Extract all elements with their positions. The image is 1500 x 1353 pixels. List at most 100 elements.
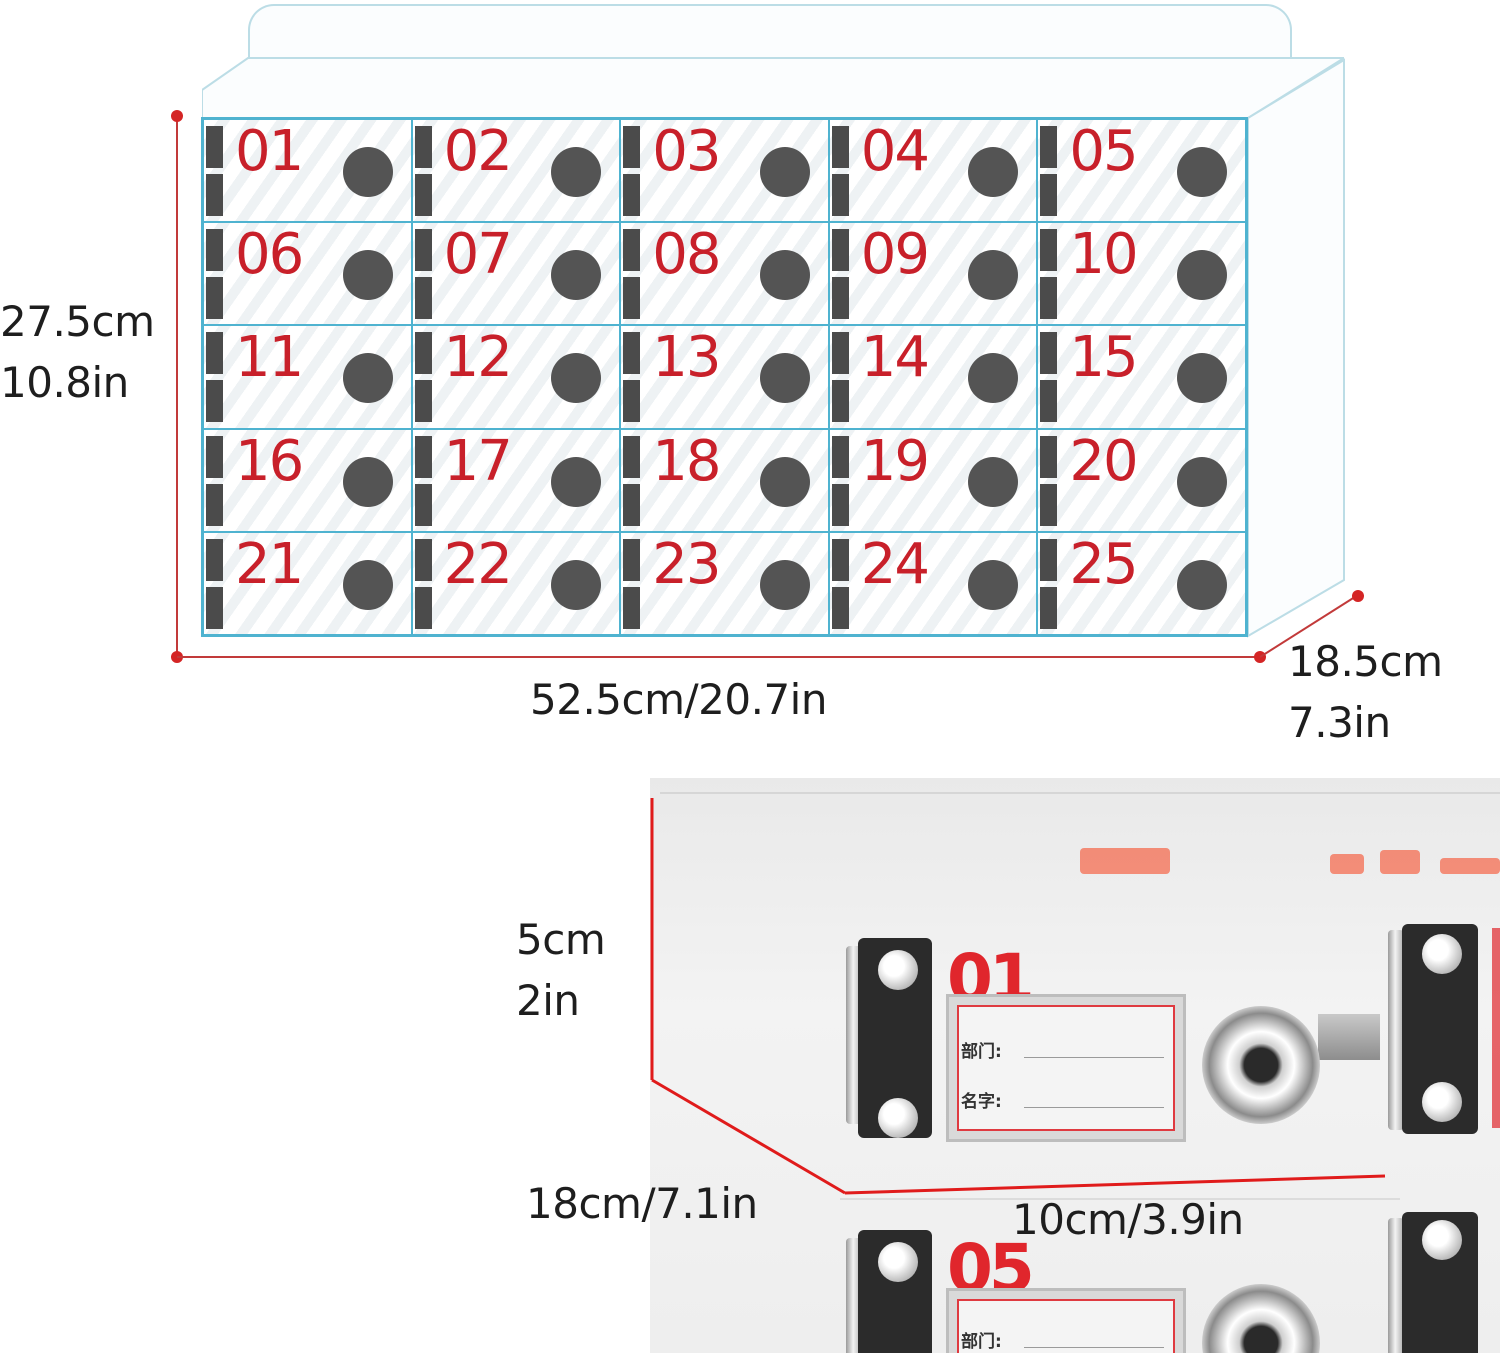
compartment-number: 20 [1069,428,1138,494]
hinge-icon [831,126,849,168]
compartment-17: 17 [411,428,621,532]
top-edge [660,792,1500,794]
name-card-inner [957,1005,1175,1131]
label-name: 名字: [961,1092,1002,1112]
hinge-icon [623,380,641,423]
compartment-22: 22 [411,531,621,635]
compartment-15: 15 [1037,325,1246,429]
hinge-icon [831,277,849,320]
compartment-14: 14 [828,325,1038,429]
neighbor-number-edge [1492,928,1500,1128]
hinge-icon [414,586,432,629]
detail-width-label: 10cm/3.9in [1012,1195,1244,1244]
lock-knob-icon[interactable] [1177,559,1227,610]
compartment-06: 06 [203,222,412,326]
depth-in: 7.3in [1288,697,1391,747]
height-cm: 27.5cm [0,297,155,346]
hinge-icon [1040,538,1058,581]
hinge-icon [414,538,432,581]
hinge-icon [206,229,223,272]
compartment-number: 05 [1069,119,1138,184]
compartment-number: 19 [860,428,930,494]
lock-knob-icon[interactable] [1177,456,1227,507]
lock-knob-icon[interactable] [1177,147,1227,197]
lock-knob-icon[interactable] [759,147,810,197]
lock-knob-icon[interactable] [1177,250,1227,301]
lock-knob-icon[interactable] [551,559,602,610]
screw-icon [1422,934,1462,974]
lock-knob-icon[interactable] [551,456,602,507]
hinge-icon [623,229,641,272]
lock-knob-icon[interactable] [551,147,602,197]
compartment-13: 13 [620,325,829,429]
hinge-icon [1040,586,1058,629]
compartment-number: 24 [860,531,930,597]
background-mark [1380,850,1420,874]
detail-height-in: 2in [516,975,580,1025]
compartment-number: 07 [443,222,513,288]
name-card-inner [957,1299,1175,1353]
lock-knob-icon[interactable] [759,456,810,507]
compartment-09: 09 [828,222,1038,326]
label-department: 部门: [961,1042,1002,1062]
lock-knob-icon[interactable] [551,250,602,301]
hinge-icon [414,483,432,526]
lock-knob-icon[interactable] [342,353,393,404]
background-mark [1440,858,1500,874]
screw-icon [1422,1082,1462,1122]
hinge-icon [1040,126,1058,168]
depth-label: 18.5cm 7.3in [1288,632,1443,754]
lock-knob-icon[interactable] [968,250,1019,301]
lock-knob-icon[interactable] [1177,353,1227,404]
lock-knob-icon[interactable] [551,353,602,404]
hinge-icon [206,435,223,478]
hinge-icon [206,277,223,320]
lock-knob-icon[interactable] [342,147,393,197]
compartment-10: 10 [1037,222,1246,326]
lock-knob-icon[interactable] [759,353,810,404]
depth-dimension-line [1259,594,1359,658]
hinge-icon [206,538,223,581]
lock-knob-icon[interactable] [342,559,393,610]
lock-knob-icon[interactable] [759,250,810,301]
hinge-icon [623,483,641,526]
detail-height-label: 5cm 2in [516,910,606,1032]
lock-knob-icon[interactable] [968,456,1019,507]
height-in: 10.8in [0,357,129,407]
label-department: 部门: [961,1332,1002,1352]
hinge-icon [414,229,432,272]
hinge-icon [206,586,223,629]
compartment-11: 11 [203,325,412,429]
label-underline [1024,1107,1164,1108]
compartment-05: 05 [1037,119,1246,223]
dimension-endpoint [171,110,183,122]
detail-dimension-lines [650,798,1386,1195]
lock-knob-icon[interactable] [759,559,810,610]
lock-knob-icon[interactable] [968,353,1019,404]
hinge-icon [414,277,432,320]
hinge-icon [1040,435,1058,478]
compartment-number: 13 [652,325,721,391]
dimension-endpoint [1352,590,1364,602]
compartment-photo: 01 部门: 名字: 05 部门: [650,778,1500,1353]
hinge-icon [206,380,223,423]
compartment-03: 03 [620,119,829,223]
compartment-number: 18 [652,428,721,494]
lock-knob-icon[interactable] [968,147,1019,197]
compartment-number: 08 [652,222,721,288]
lock-knob-icon[interactable] [342,456,393,507]
lock-knob-icon[interactable] [342,250,393,301]
lock-knob-icon[interactable] [968,559,1019,610]
key-lock-icon[interactable] [1202,1284,1320,1353]
width-label: 52.5cm/20.7in [530,675,827,724]
compartment-25: 25 [1037,531,1246,635]
label-underline [1024,1057,1164,1058]
key-lock-icon[interactable] [1202,1006,1320,1124]
compartment-18: 18 [620,428,829,532]
hinge-icon [831,229,849,272]
compartment-number: 04 [860,119,930,184]
label-underline [1024,1347,1164,1348]
compartment-number: 10 [1069,222,1138,288]
width-dimension-line [177,656,1260,658]
